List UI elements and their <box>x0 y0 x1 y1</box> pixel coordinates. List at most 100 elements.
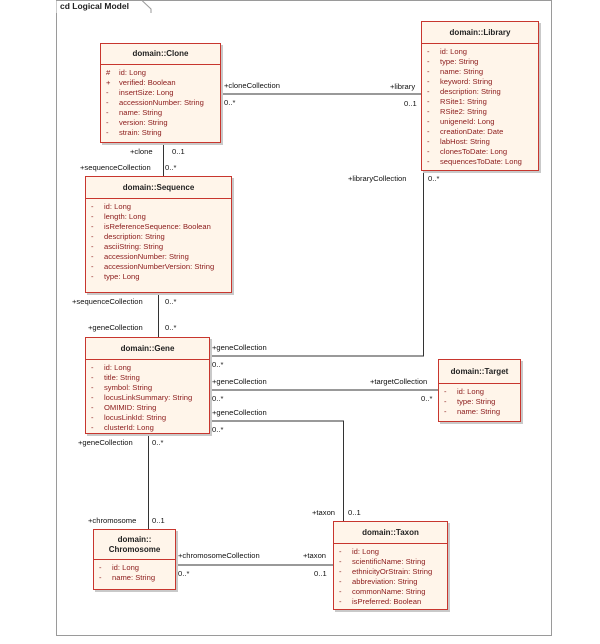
attribute-visibility: - <box>91 363 94 372</box>
attribute-row: -locusLinkId: String <box>91 413 209 423</box>
class-taxon[interactable]: domain::Taxon -id: Long-scientificName: … <box>333 521 448 610</box>
attribute-visibility: - <box>91 232 94 241</box>
attribute-visibility: - <box>106 98 109 107</box>
attribute-row: -RSite2: String <box>427 107 538 117</box>
attribute-text: clonesToDate: Long <box>440 147 508 156</box>
attribute-row: -clonesToDate: Long <box>427 147 538 157</box>
attribute-row: -RSite1: String <box>427 97 538 107</box>
attribute-text: name: String <box>112 573 156 582</box>
attribute-visibility: - <box>91 373 94 382</box>
attribute-visibility: - <box>444 407 447 416</box>
attribute-row: -name: String <box>106 108 220 118</box>
class-taxon-name: domain::Taxon <box>362 527 419 537</box>
attribute-text: scientificName: String <box>352 557 426 566</box>
attribute-row: +verified: Boolean <box>106 78 220 88</box>
taxon-gene-role-label: +taxon <box>312 508 336 517</box>
attribute-text: RSite2: String <box>440 107 487 116</box>
attribute-row: - isReferenceSequence: Boolean <box>91 222 231 232</box>
attribute-visibility: - <box>91 383 94 392</box>
library-multiplicity: 0..1 <box>404 99 417 108</box>
attribute-text: asciiString: String <box>104 242 164 251</box>
attribute-visibility: - <box>427 127 430 136</box>
class-target[interactable]: domain::Target -id: Long-type: String-na… <box>438 359 521 422</box>
class-gene-header: domain::Gene <box>86 338 209 360</box>
chromosome-multiplicity: 0..1 <box>152 516 165 525</box>
class-gene[interactable]: domain::Gene -id: Long-title: String-sym… <box>85 337 210 434</box>
taxon-gene-multiplicity: 0..1 <box>348 508 361 517</box>
attribute-row: -version: String <box>106 118 220 128</box>
attribute-text: isPreferred: Boolean <box>352 597 422 606</box>
class-chromosome-name-line1: domain:: <box>117 534 152 544</box>
attribute-visibility: - <box>91 272 94 281</box>
attribute-text: unigeneId: Long <box>440 117 495 126</box>
taxon-chromosome-multiplicity: 0..1 <box>314 569 327 578</box>
class-clone-name: domain::Clone <box>132 49 189 58</box>
attribute-text: accessionNumber: String <box>119 98 204 107</box>
attribute-row: - type: Long <box>91 272 231 282</box>
class-sequence[interactable]: domain::Sequence -id: Long-length: Long-… <box>85 176 232 293</box>
attribute-row: -id: Long <box>91 202 231 212</box>
attribute-row: -id: Long <box>427 47 538 57</box>
class-library-header: domain::Library <box>422 22 538 44</box>
chromosome-role-label: +chromosome <box>88 516 137 525</box>
attribute-visibility: - <box>427 67 430 76</box>
gene-library-role-label: +geneCollection <box>212 343 267 352</box>
attribute-row: -accessionNumber: String <box>91 252 231 262</box>
class-library[interactable]: domain::Library -id: Long-type: String-n… <box>421 21 539 171</box>
attribute-text: type: Long <box>104 272 140 281</box>
attribute-row: - unigeneId: Long <box>427 117 538 127</box>
class-sequence-attributes: -id: Long-length: Long-isReferenceSequen… <box>86 199 231 282</box>
target-multiplicity: 0..* <box>421 394 433 403</box>
library-gene-role-label: +libraryCollection <box>348 174 407 183</box>
chromosome-taxon-multiplicity: 0..* <box>178 569 190 578</box>
attribute-row: -keyword: String <box>427 77 538 87</box>
class-clone-header: domain::Clone <box>101 44 220 65</box>
class-clone-attributes: #id: Long+verified: Boolean-insertSize: … <box>101 65 220 138</box>
attribute-text: isReferenceSequence: Boolean <box>104 222 211 231</box>
attribute-visibility: - <box>427 97 430 106</box>
gene-chromosome-multiplicity: 0..* <box>152 438 164 447</box>
class-chromosome-name-line2: Chromosome <box>108 544 161 554</box>
attribute-visibility: - <box>91 222 94 231</box>
attribute-visibility: - <box>99 563 102 572</box>
attribute-row: - id: Long <box>91 363 209 373</box>
class-clone[interactable]: domain::Clone #id: Long+verified: Boolea… <box>100 43 221 143</box>
attribute-row: -id: Long <box>99 563 175 573</box>
attribute-row: -description: String <box>427 87 538 97</box>
class-chromosome-attributes: -id: Long-name: String <box>94 560 175 583</box>
attribute-text: strain: String <box>119 128 162 137</box>
attribute-visibility: - <box>91 393 94 402</box>
attribute-visibility: - <box>91 252 94 261</box>
attribute-row: -accessionNumberVersion: String <box>91 262 231 272</box>
attribute-row: -name: String <box>99 573 175 583</box>
attribute-text: clusterId: Long <box>104 423 154 432</box>
attribute-text: version: String <box>119 118 168 127</box>
attribute-visibility: - <box>427 47 430 56</box>
gene-sequence-multiplicity: 0..* <box>165 323 177 332</box>
attribute-row: -insertSize: Long <box>106 88 220 98</box>
sequence-clone-role-label: +sequenceCollection <box>80 163 151 172</box>
class-target-name: domain::Target <box>450 366 509 376</box>
attribute-visibility: - <box>427 137 430 146</box>
target-role-label: +targetCollection <box>370 377 428 386</box>
class-target-header: domain::Target <box>439 360 520 384</box>
attribute-text: creationDate: Date <box>440 127 504 136</box>
attribute-row: -scientificName: String <box>339 557 447 567</box>
clone-role-label: +clone <box>130 147 153 156</box>
attribute-text: commonName: String <box>352 587 426 596</box>
attribute-visibility: - <box>427 77 430 86</box>
class-chromosome[interactable]: domain:: Chromosome -id: Long-name: Stri… <box>93 529 176 590</box>
attribute-text: id: Long <box>104 363 132 372</box>
attribute-visibility: - <box>427 117 430 126</box>
sequence-clone-multiplicity: 0..* <box>165 163 177 172</box>
attribute-row: -clusterId: Long <box>91 423 209 433</box>
assoc-library-gene <box>210 171 424 357</box>
class-library-attributes: -id: Long-type: String-name: String-keyw… <box>422 44 538 167</box>
class-gene-name: domain::Gene <box>120 343 175 353</box>
attribute-text: type: String <box>457 397 496 406</box>
diagram-title: cd Logical Model <box>60 1 129 11</box>
attribute-visibility: - <box>444 397 447 406</box>
attribute-row: -length: Long <box>91 212 231 222</box>
attribute-visibility: - <box>339 547 342 556</box>
attribute-text: OMIMID: String <box>104 403 157 412</box>
